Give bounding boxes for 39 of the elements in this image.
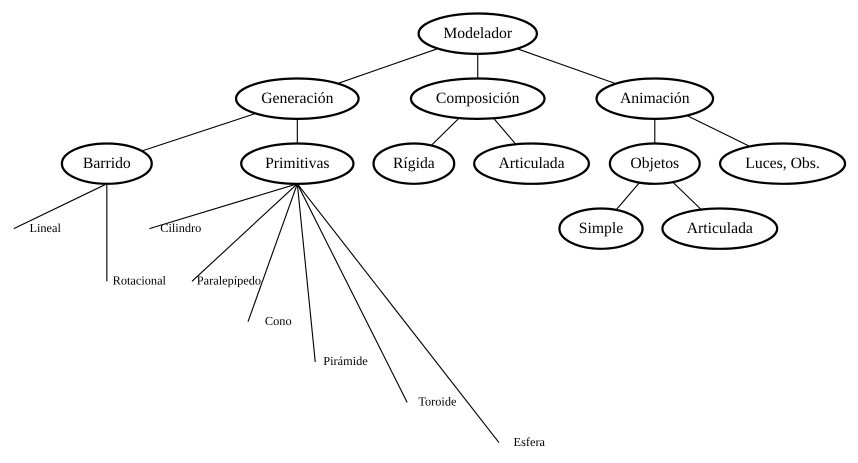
node-ellipse: Articulada	[472, 142, 590, 184]
connector	[296, 182, 499, 443]
node-ellipse: Simple	[558, 206, 644, 250]
node-ellipse: Generación	[234, 76, 360, 120]
node-text: Pirámide	[322, 354, 368, 368]
connector	[13, 182, 107, 229]
node-ellipse: Objetos	[608, 142, 700, 184]
node-ellipse: Articulada	[660, 206, 778, 250]
node-text: Cono	[264, 313, 292, 328]
node-ellipse: Luces, Obs.	[718, 142, 846, 184]
node-ellipse: Modelador	[416, 12, 538, 54]
connector	[296, 183, 316, 362]
connector	[191, 182, 298, 282]
node-text: Paralepípedo	[196, 272, 261, 287]
node-text: Lineal	[28, 220, 60, 234]
connector	[148, 182, 297, 229]
connector	[247, 183, 298, 322]
connector	[106, 183, 107, 281]
connector	[476, 53, 478, 78]
connector	[337, 48, 438, 84]
connector	[672, 181, 701, 210]
connector	[492, 117, 516, 144]
connector	[686, 114, 750, 146]
connector	[430, 117, 459, 146]
node-text: Toroide	[418, 394, 456, 408]
node-ellipse: Composición	[409, 76, 546, 120]
node-ellipse: Animación	[594, 76, 714, 120]
node-text: Cilindro	[160, 220, 201, 234]
node-ellipse: Rígida	[372, 142, 455, 184]
connector	[516, 48, 616, 84]
node-text: Esfera	[513, 434, 545, 448]
node-ellipse: Primitivas	[240, 142, 354, 184]
node-text: Rotacional	[112, 272, 166, 287]
connector	[654, 118, 655, 143]
connector	[141, 112, 256, 151]
connector	[296, 118, 298, 143]
connector	[615, 182, 640, 210]
node-ellipse: Barrido	[60, 142, 152, 184]
connector	[296, 183, 408, 402]
